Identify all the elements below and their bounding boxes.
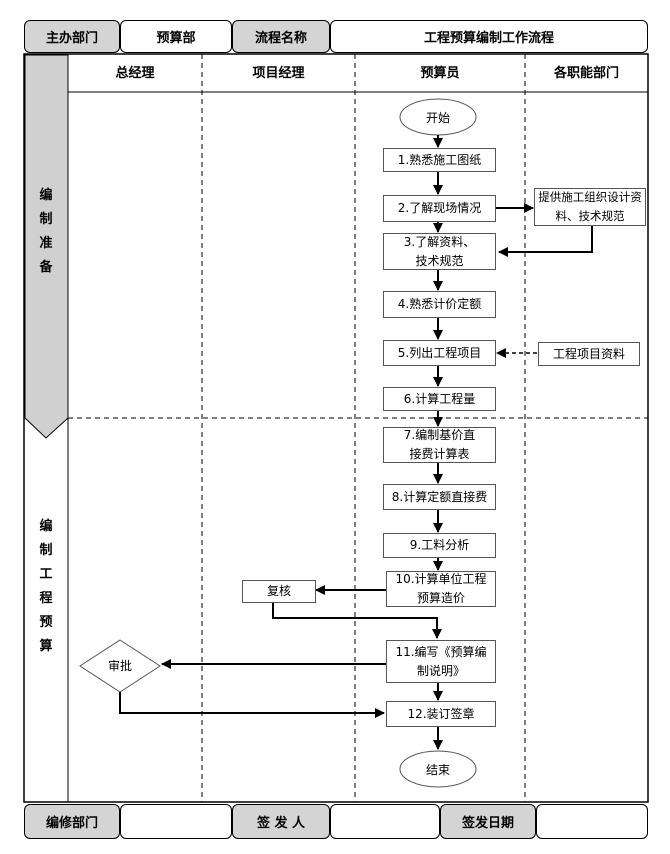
step-7: 7.编制基价直接费计算表	[383, 427, 496, 463]
dept-provide-box: 提供施工组织设计资料、技术规范	[534, 188, 646, 226]
step-6: 6.计算工程量	[383, 387, 496, 411]
step-5: 5.列出工程项目	[383, 340, 496, 366]
lane-general-manager: 总经理	[115, 66, 155, 81]
arrow-review-to-11	[272, 603, 442, 639]
end-node: 结束	[425, 763, 450, 777]
arrow-from-dept	[498, 226, 593, 257]
host-dept-value: 预算部	[120, 20, 232, 53]
step-8: 8.计算定额直接费	[383, 484, 496, 510]
phase-prepare: 编制准备	[39, 188, 53, 275]
lane-project-manager: 项目经理	[252, 66, 305, 81]
start-node: 开始	[425, 111, 450, 125]
issue-date-label: 签发日期	[440, 804, 536, 839]
step-2: 2.了解现场情况	[383, 195, 496, 222]
step-4: 4.熟悉计价定额	[383, 291, 496, 318]
editor-dept-label: 编修部门	[24, 804, 120, 839]
phase-budget: 编制工程预算	[39, 519, 53, 654]
phase-prepare-band	[24, 54, 69, 439]
main-frame	[23, 53, 649, 803]
editor-dept-value	[120, 804, 232, 839]
issuer-label: 签 发 人	[232, 804, 330, 839]
issue-date-value	[536, 804, 648, 839]
step-3: 3.了解资料、技术规范	[383, 233, 496, 270]
step-10: 10.计算单位工程预算造价	[386, 571, 496, 607]
step-9: 9.工料分析	[383, 533, 496, 558]
host-dept-label: 主办部门	[24, 20, 120, 53]
arrow-approve-to-12	[119, 692, 385, 718]
end-oval	[399, 750, 477, 788]
dept-items-box: 工程项目资料	[538, 342, 640, 366]
step-12: 12.装订签章	[386, 701, 496, 727]
review-box: 复核	[242, 580, 316, 603]
issuer-value	[330, 804, 440, 839]
step-1: 1.熟悉施工图纸	[383, 148, 496, 172]
flow-name-value: 工程预算编制工作流程	[330, 20, 648, 53]
flow-name-label: 流程名称	[232, 20, 330, 53]
approve-node: 审批	[107, 659, 132, 673]
step-11: 11.编写《预算编制说明》	[386, 640, 496, 683]
lane-departments: 各职能部门	[553, 66, 619, 81]
lane-budgeter: 预算员	[420, 66, 460, 81]
